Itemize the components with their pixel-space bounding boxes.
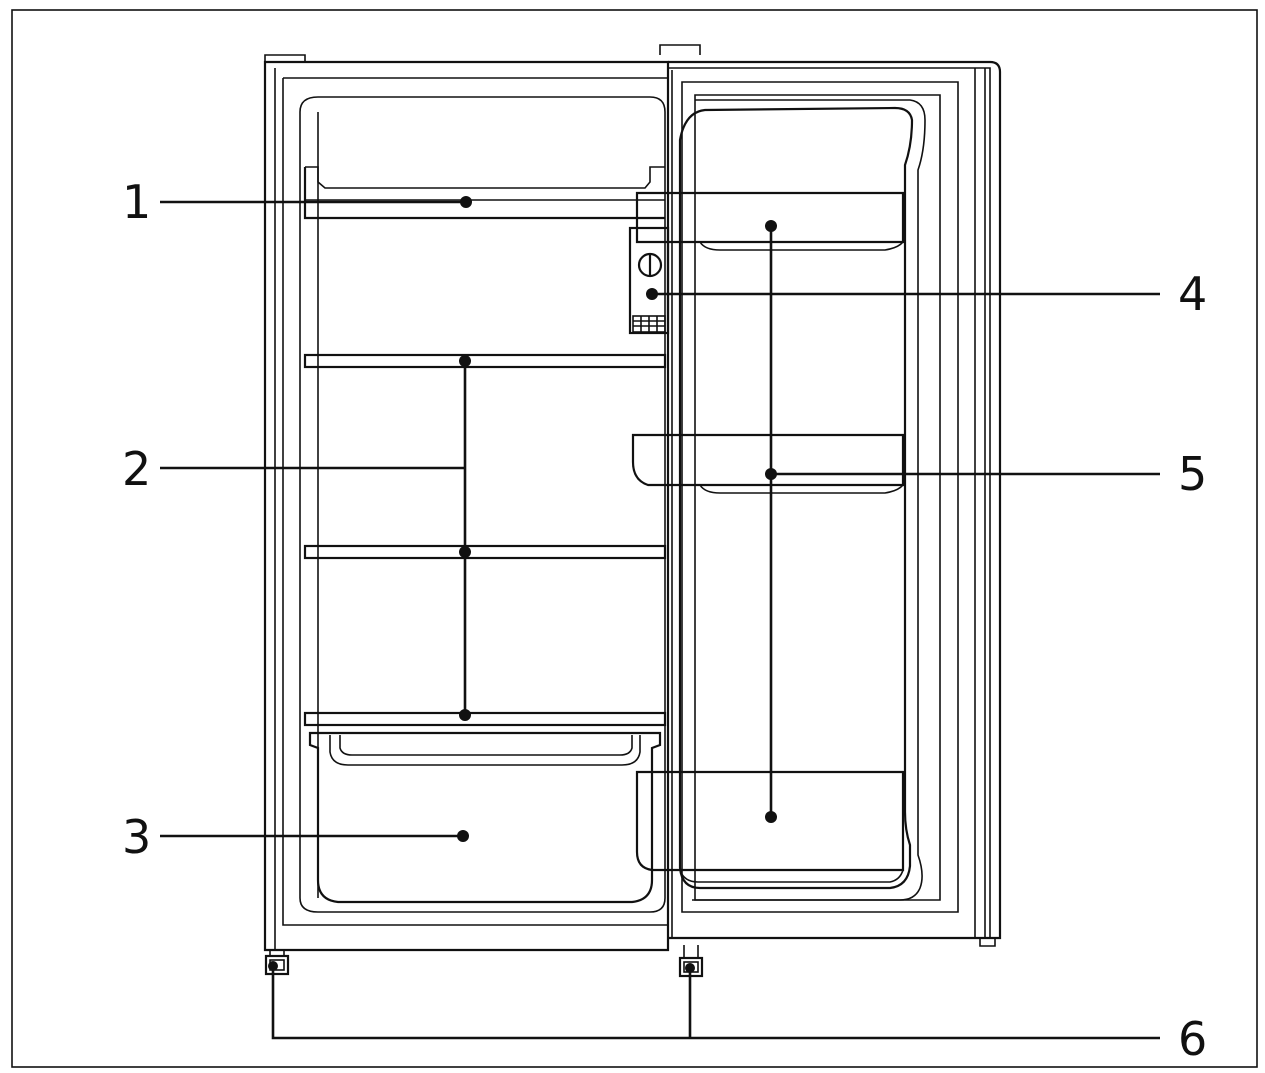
callout-5: 5	[1178, 447, 1207, 501]
leader-lines	[160, 196, 1160, 1040]
door	[659, 44, 1002, 947]
figure-frame	[11, 9, 1258, 1068]
callout-3: 3	[122, 810, 151, 864]
callout-1: 1	[122, 175, 151, 229]
freezer-tray	[303, 166, 665, 220]
callout-2: 2	[122, 442, 151, 496]
crisper-drawer	[308, 731, 662, 904]
door-bins	[631, 191, 905, 883]
cabinet	[263, 54, 670, 952]
glass-shelves	[303, 353, 667, 727]
callout-6: 6	[1178, 1012, 1207, 1066]
callout-4: 4	[1178, 267, 1207, 321]
thermostat-control	[628, 226, 670, 335]
